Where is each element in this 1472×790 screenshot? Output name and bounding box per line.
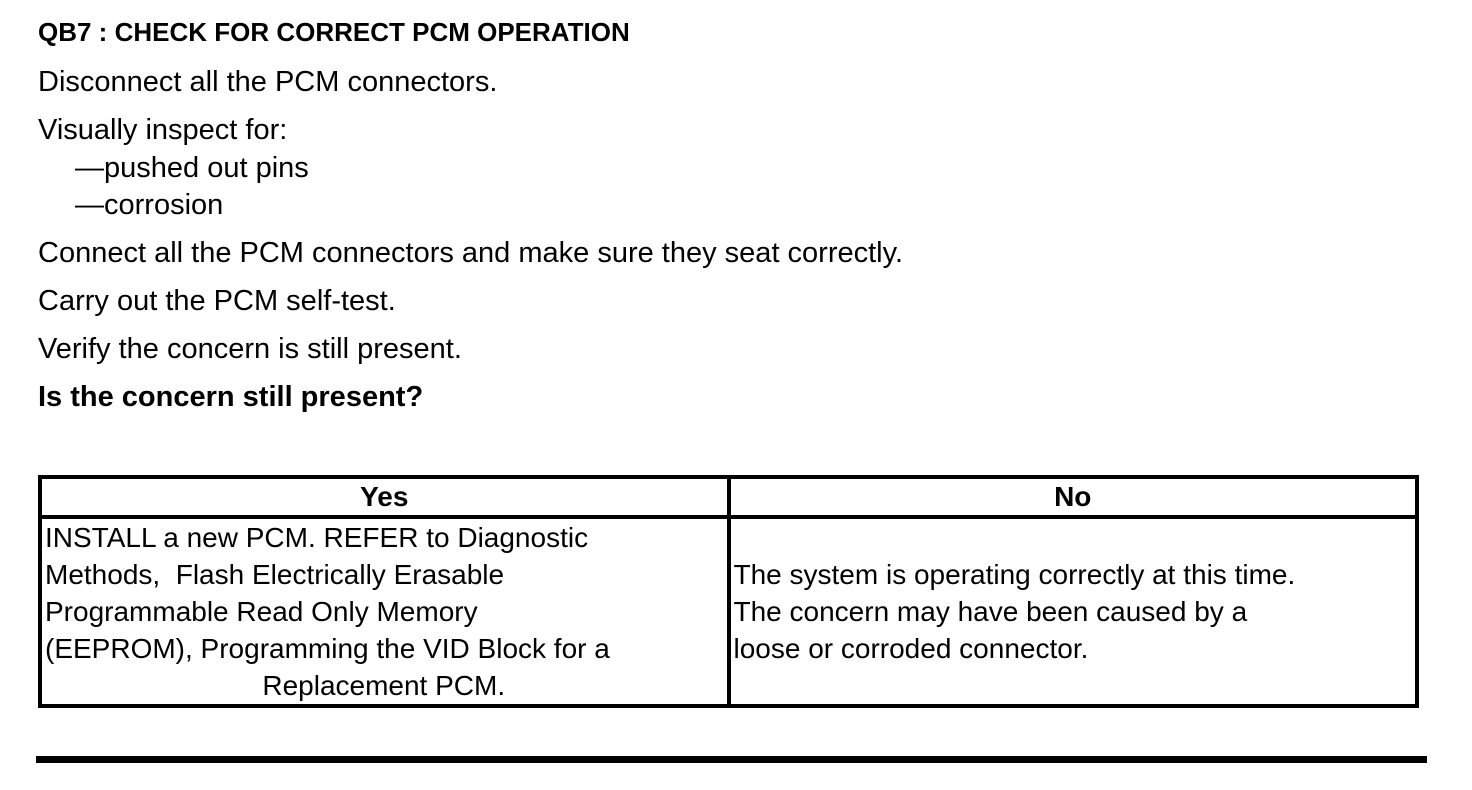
procedure-step-disconnect: Disconnect all the PCM connectors.: [38, 66, 498, 98]
text-line: Replacement PCM.: [262, 670, 506, 701]
document-page: QB7 : CHECK FOR CORRECT PCM OPERATION Di…: [36, 17, 1427, 763]
inspect-item-corrosion: —corrosion: [75, 189, 224, 221]
decision-table-header-row: Yes No: [38, 475, 1419, 519]
yes-column-header: Yes: [38, 475, 731, 519]
text-line: (EEPROM), Programming the VID Block for …: [45, 633, 610, 664]
text-line: INSTALL a new PCM. REFER to Diagnostic: [45, 522, 589, 553]
text-line: Methods, Flash Electrically Erasable: [45, 559, 505, 590]
section-divider-rule: [36, 756, 1427, 763]
procedure-step-self-test: Carry out the PCM self-test.: [38, 285, 396, 317]
decision-table: Yes No INSTALL a new PCM. REFER to Diagn…: [38, 475, 1419, 708]
step-heading: QB7 : CHECK FOR CORRECT PCM OPERATION: [38, 17, 630, 47]
procedure-step-verify: Verify the concern is still present.: [38, 333, 462, 365]
procedure-step-inspect: Visually inspect for:: [38, 114, 288, 146]
text-line: Programmable Read Only Memory: [45, 596, 478, 627]
no-column-header: No: [726, 475, 1419, 519]
decision-question: Is the concern still present?: [38, 381, 424, 413]
no-action-cell: The system is operating correctly at thi…: [726, 515, 1419, 708]
procedure-step-connect: Connect all the PCM connectors and make …: [38, 237, 904, 269]
text-line: loose or corroded connector.: [733, 633, 1089, 664]
text-line: The concern may have been caused by a: [733, 596, 1248, 627]
inspect-item-pushed-pins: —pushed out pins: [75, 152, 309, 184]
no-action-text: The system is operating correctly at thi…: [734, 556, 1412, 667]
text-line: The system is operating correctly at thi…: [733, 559, 1296, 590]
